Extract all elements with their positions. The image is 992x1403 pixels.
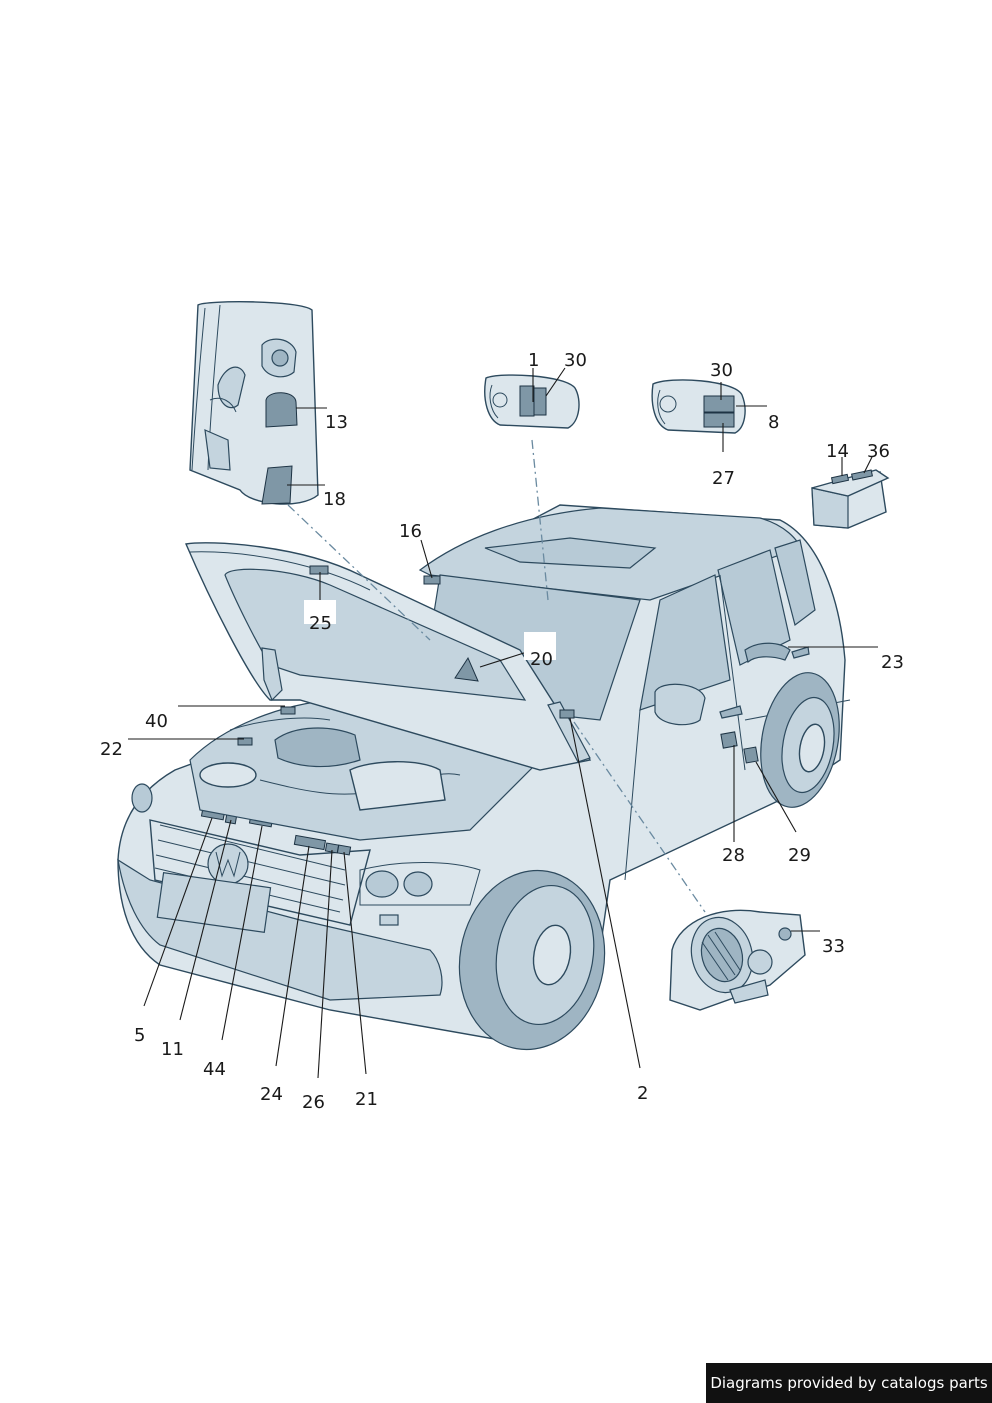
callout-30-right-visor: 30 bbox=[710, 360, 733, 381]
visor-label-27 bbox=[703, 412, 735, 428]
door-label-28 bbox=[720, 731, 738, 749]
visor-label-8 bbox=[703, 395, 735, 413]
vw-emblem bbox=[207, 843, 249, 885]
callout-18: 18 bbox=[323, 489, 346, 510]
callout-44: 44 bbox=[203, 1059, 226, 1080]
callout-29: 29 bbox=[788, 845, 811, 866]
callout-30-left-visor: 30 bbox=[564, 350, 587, 371]
door-pillar-inset bbox=[189, 301, 319, 505]
pillar-label-13 bbox=[265, 392, 298, 428]
callout-28: 28 bbox=[722, 845, 745, 866]
car-illustration bbox=[117, 504, 851, 1051]
front-label-21 bbox=[336, 844, 352, 856]
hood-warning-20 bbox=[454, 656, 479, 682]
footer-credit-text: Diagrams provided by catalogs parts bbox=[710, 1374, 988, 1392]
callout-27: 27 bbox=[712, 468, 735, 489]
visor-label-1 bbox=[519, 385, 535, 417]
callout-26: 26 bbox=[302, 1092, 325, 1113]
vent-label-33 bbox=[778, 927, 792, 941]
sun-visor-right-inset bbox=[651, 379, 746, 434]
windshield-label-16 bbox=[423, 575, 441, 585]
pillar-label-2 bbox=[559, 709, 575, 719]
callout-25: 25 bbox=[309, 613, 332, 634]
callout-8: 8 bbox=[768, 412, 779, 433]
pillar-label-18 bbox=[261, 465, 293, 505]
battery-label-36 bbox=[851, 469, 873, 481]
dashboard-vent-inset bbox=[669, 909, 806, 1011]
callout-36: 36 bbox=[867, 441, 890, 462]
battery-inset bbox=[811, 469, 890, 529]
hood-label-25 bbox=[309, 565, 329, 575]
callout-numbers: 1 30 30 8 27 13 18 14 36 16 25 20 23 40 … bbox=[100, 350, 904, 1113]
engine-label-22 bbox=[237, 737, 253, 746]
callout-40: 40 bbox=[145, 711, 168, 732]
callout-1: 1 bbox=[528, 350, 539, 371]
visor-label-30a bbox=[533, 387, 547, 416]
sun-visor-left-inset bbox=[484, 374, 580, 429]
door-label-29 bbox=[743, 746, 759, 764]
callout-16: 16 bbox=[399, 521, 422, 542]
leader-lines bbox=[128, 367, 878, 1079]
callout-2: 2 bbox=[637, 1083, 648, 1104]
callout-11: 11 bbox=[161, 1039, 184, 1060]
callout-23: 23 bbox=[881, 652, 904, 673]
callout-box-25 bbox=[304, 600, 336, 624]
callout-box-20 bbox=[524, 632, 556, 660]
callout-33: 33 bbox=[822, 936, 845, 957]
callout-14: 14 bbox=[826, 441, 849, 462]
guide-lines bbox=[287, 439, 706, 913]
door-panel-23 bbox=[744, 642, 791, 664]
callout-13: 13 bbox=[325, 412, 348, 433]
callout-5: 5 bbox=[134, 1025, 145, 1046]
callout-24: 24 bbox=[260, 1084, 283, 1105]
callout-21: 21 bbox=[355, 1089, 378, 1110]
battery-label-14 bbox=[830, 473, 850, 485]
callout-20: 20 bbox=[530, 649, 553, 670]
callout-22: 22 bbox=[100, 739, 123, 760]
footer-credit-badge: Diagrams provided by catalogs parts bbox=[706, 1363, 992, 1403]
engine-label-40 bbox=[280, 706, 296, 715]
